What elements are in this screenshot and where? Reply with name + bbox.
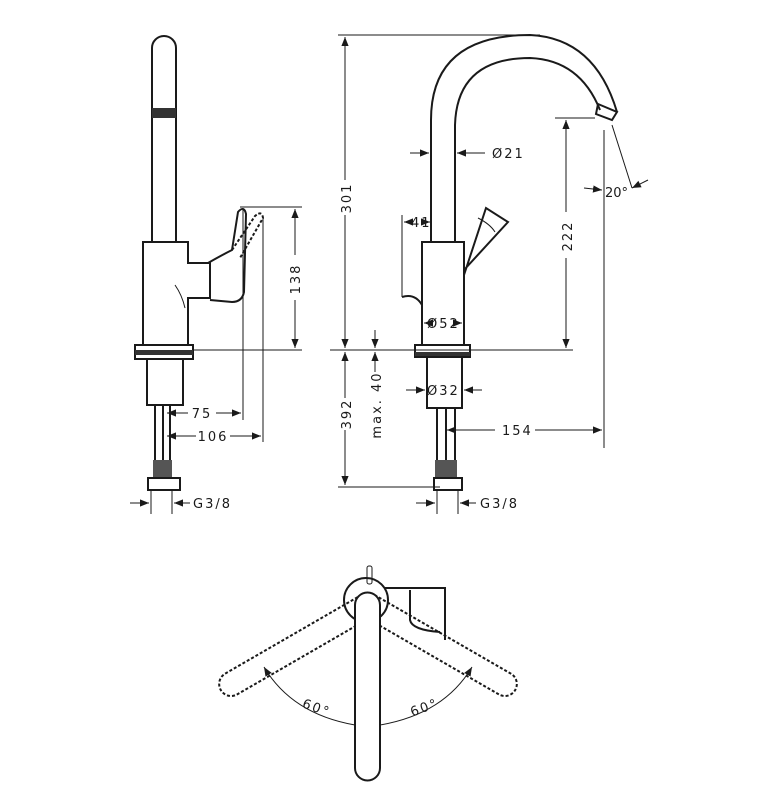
dim-392-label: 392	[340, 399, 355, 430]
dim-20deg-arrow-right	[631, 179, 649, 189]
side-aerator-ring	[152, 108, 176, 118]
side-nut	[147, 477, 181, 491]
side-base-ring-band	[135, 350, 193, 355]
angle-arc-right	[379, 666, 473, 726]
dim-154-label: 154	[502, 424, 533, 439]
front-hoses	[436, 408, 456, 470]
top-lever-left-dashed	[218, 593, 375, 697]
top-lever-center	[354, 591, 381, 782]
front-lever	[463, 206, 510, 276]
side-extension-lines	[150, 206, 302, 514]
front-nut	[433, 477, 463, 491]
side-shank	[146, 358, 184, 406]
angle-left-label: 60°	[300, 697, 332, 721]
dim-222-label: 222	[561, 221, 576, 252]
dim-301-label: 301	[340, 183, 355, 214]
top-lever-housing	[385, 587, 446, 640]
front-spout-outer	[430, 33, 618, 242]
side-body	[142, 241, 211, 345]
dim-20deg-arrow-left	[583, 185, 603, 193]
front-extension-lines	[330, 34, 633, 514]
front-lever-mark	[477, 217, 496, 233]
dim-d52-label: Ø52	[427, 317, 460, 332]
front-base-ring-band	[415, 352, 470, 356]
top-pin	[366, 565, 373, 585]
front-spout-inner	[454, 56, 601, 242]
side-spout	[151, 35, 177, 242]
dim-75-label: 75	[192, 407, 213, 422]
side-body-mark	[174, 284, 186, 309]
angle-arc-left	[263, 666, 356, 726]
front-shank	[426, 356, 463, 409]
front-g38-label: G3/8	[480, 497, 519, 512]
side-view: 138 75 106 G3/8	[130, 35, 304, 514]
dim-20deg-label: 20°	[605, 186, 628, 201]
front-nozzle	[594, 102, 619, 122]
top-lever-right-dashed	[361, 593, 518, 697]
angle-right-label: 60°	[408, 696, 440, 720]
front-view: 301 392 max. 40 Ø21 41 Ø52 Ø32 222 154 2…	[330, 33, 649, 514]
side-hose-thread	[153, 460, 172, 478]
front-hose-thread	[435, 460, 457, 478]
dim-41-label: 41	[411, 216, 432, 231]
front-lever-tab	[401, 295, 423, 306]
dim-d21-label: Ø21	[492, 147, 525, 162]
dim-d32-label: Ø32	[427, 384, 460, 399]
top-view: 60° 60°	[218, 565, 518, 782]
dim-106-label: 106	[198, 430, 229, 445]
side-lever-open	[231, 212, 265, 259]
dim-max40-label: max. 40	[370, 371, 385, 438]
dim-138-label: 138	[289, 264, 304, 295]
side-lever	[207, 208, 248, 304]
side-g38-label: G3/8	[193, 497, 232, 512]
